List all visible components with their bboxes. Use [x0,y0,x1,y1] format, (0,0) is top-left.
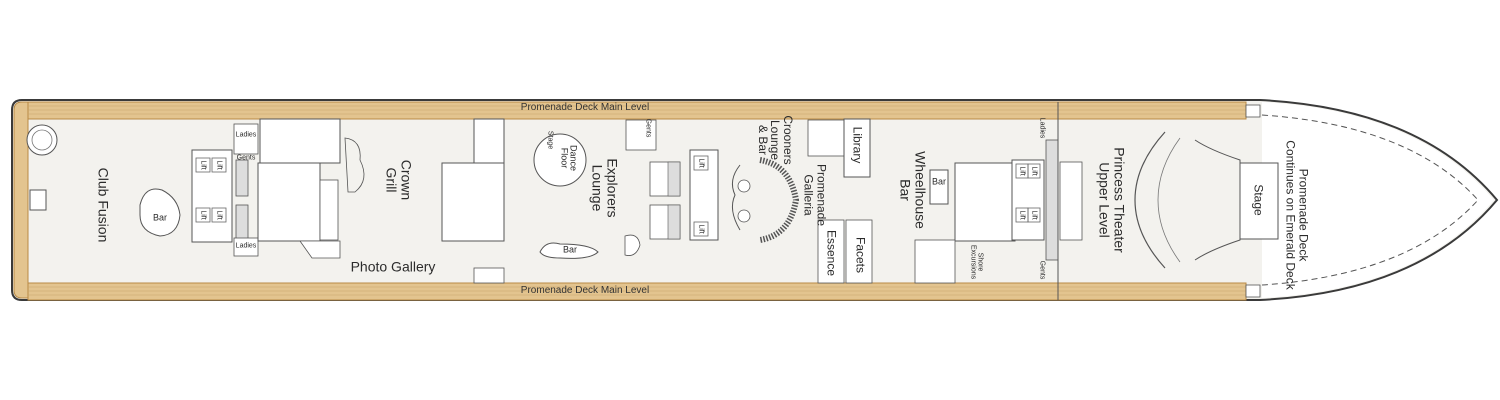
forward-stairs [1045,139,1059,261]
essence-label: Essence [824,229,839,277]
club-fusion-round-feature [26,124,58,156]
explorers-bar-shape [539,242,599,259]
facets-label: Facets [853,236,868,274]
dance-floor-label: Dance Floor [559,144,579,172]
explorers-bar-label: Bar [562,244,578,255]
wheelhouse-bar-counter-label: Bar [931,176,947,187]
club-fusion-bar-label: Bar [152,212,168,223]
stage-label: Stage [1251,184,1266,216]
hull-outline [11,99,1499,301]
wheelhouse-bar-counter [929,169,949,205]
lift-label: Lift [1030,210,1038,220]
ladies-restroom-label-forward: Ladies [1038,117,1046,139]
lift-label: Lift [697,158,705,168]
crooners-lounge-label: Crooners Lounge & Bar [755,115,795,165]
aft-lift-core [191,149,233,243]
library-room [843,118,871,178]
crown-grill-block [257,162,321,242]
dance-floor-circle [533,133,587,187]
promenade-galleria-label: Promenade Galleria [802,163,829,227]
lift-label: Lift [697,224,705,234]
aft-stairs-bottom [235,204,249,242]
lift-label: Lift [1018,210,1026,220]
gents-restroom-label-mid: Gents [644,118,652,138]
club-fusion-label: Club Fusion [95,167,112,243]
essence-shop [817,219,845,284]
crooners-stairs [759,157,800,243]
aft-stairs-top [235,159,249,197]
wheelhouse-bar-label: Wheelhouse Bar [898,151,929,229]
ladies-restroom-label-aft-lower: Ladies [235,242,257,250]
promenade-deck-label-bottom: Promenade Deck Main Level [520,284,650,296]
princess-theater-label: Princess Theater Upper Level [1097,147,1128,253]
bow-area [1262,102,1494,298]
library-label: Library [850,126,865,164]
ladies-restroom-label-aft: Ladies [235,131,257,139]
lift-label: Lift [1018,166,1026,176]
stern-wood [13,101,29,299]
forward-block [954,162,1016,242]
mid-lift-core [689,149,719,241]
theater-stage [1239,162,1279,240]
lift-label: Lift [215,210,223,220]
small-stage-label: Stage [546,130,554,150]
lift-label: Lift [199,210,207,220]
gents-restroom-label-aft: Gents [236,154,256,162]
explorers-lounge-label: Explorers Lounge [590,158,621,218]
crown-grill-label: Crown Grill [384,159,415,201]
lift-label: Lift [1030,166,1038,176]
bow-dashed-line [1261,114,1479,286]
club-fusion-bar-shape [139,188,181,237]
mid-restrooms [625,119,657,151]
photo-gallery-label: Photo Gallery [350,258,436,275]
photo-gallery-block [441,162,505,242]
continues-on-emerald-deck-note: Promenade Deck Continues on Emerald Deck [1284,140,1311,290]
promenade-deck-label-top: Promenade Deck Main Level [520,101,650,113]
theater-seating [1134,131,1166,269]
facets-shop [845,219,873,284]
lift-label: Lift [199,160,207,170]
lift-label: Lift [215,160,223,170]
shore-excursions-label: Shore Excursions [969,244,984,280]
crown-grill-kitchen [259,118,341,164]
gents-restroom-label-forward: Gents [1038,260,1046,280]
